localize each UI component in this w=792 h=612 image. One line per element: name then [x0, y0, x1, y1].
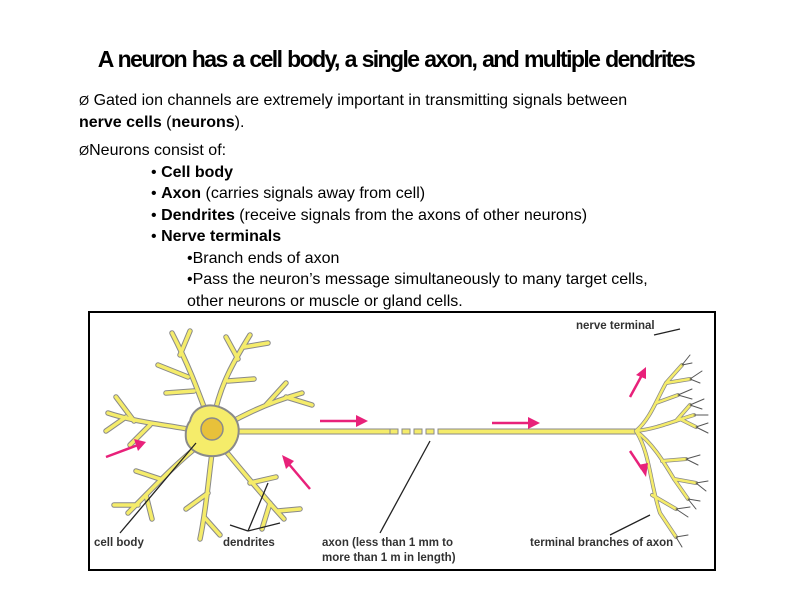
terminal-point-text: Branch ends of axon: [192, 249, 340, 267]
arrow-icon: [492, 417, 540, 429]
bullet-text: Ø Gated ion channels are extremely impor…: [79, 90, 759, 312]
part-axon: • Axon (carries signals away from cell): [79, 183, 759, 205]
arrow-bullet-icon: Ø: [79, 93, 90, 108]
intro-text: Gated ion channels are extremely importa…: [93, 92, 628, 109]
terminal-point: •Pass the neuron’s message simultaneousl…: [79, 269, 759, 291]
part-label: Nerve terminals: [161, 228, 282, 245]
arrow-icon: [282, 455, 311, 490]
intro-bold-nerve-cells: nerve cells: [79, 113, 162, 131]
terminal-point: other neurons or muscle or gland cells.: [79, 291, 759, 313]
part-dendrites: • Dendrites (receive signals from the ax…: [79, 205, 759, 227]
signal-arrows: [105, 367, 648, 490]
label-axon-line-2: more than 1 m in length): [322, 552, 456, 564]
arrow-bullet-icon: Ø: [79, 143, 90, 158]
bullet-dot: •: [151, 228, 157, 245]
bullet-dot: •: [151, 185, 157, 202]
nucleus: [200, 417, 224, 441]
consist-line: ØNeurons consist of:: [79, 140, 759, 162]
neuron-illustration: nerve terminal cell body dendrites axon …: [94, 320, 709, 564]
nerve-terminal-shape: [634, 354, 709, 548]
label-cell-body: cell body: [94, 537, 144, 549]
arrow-icon: [105, 439, 146, 459]
terminal-point-text: other neurons or muscle or gland cells.: [187, 292, 463, 310]
terminal-point: •Branch ends of axon: [79, 248, 759, 270]
axon-shape: [229, 428, 639, 435]
page-title: A neuron has a cell body, a single axon,…: [97, 46, 696, 72]
intro-bold-neurons: neurons: [171, 113, 235, 131]
dendrites-shape: [103, 328, 315, 542]
neuron-diagram: nerve terminal cell body dendrites axon …: [88, 311, 716, 571]
intro-line: Ø Gated ion channels are extremely impor…: [79, 90, 759, 112]
leader-lines: [119, 328, 681, 536]
intro-paren-open: (: [161, 113, 172, 131]
label-nerve-terminal: nerve terminal: [576, 320, 655, 332]
part-desc: (receive signals from the axons of other…: [234, 206, 588, 224]
label-terminal-branches: terminal branches of axon: [530, 537, 673, 549]
terminal-point-text: Pass the neuron’s message simultaneously…: [192, 271, 648, 288]
bullet-dot: •: [151, 163, 157, 181]
part-label: Dendrites: [161, 206, 235, 224]
arrow-icon: [628, 367, 646, 398]
terminal-fibers: [675, 354, 709, 548]
label-axon-line-1: axon (less than 1 mm to: [322, 537, 453, 549]
consist-text: Neurons consist of:: [89, 142, 227, 159]
part-label: Cell body: [161, 163, 234, 181]
arrow-icon: [628, 450, 648, 477]
intro-line-2: nerve cells (neurons).: [79, 112, 759, 134]
cell-body-shape: [184, 404, 240, 458]
label-dendrites: dendrites: [223, 537, 275, 549]
bullet-dot: •: [187, 249, 193, 267]
part-label: Axon: [161, 185, 202, 202]
intro-paren-close: ).: [234, 113, 245, 131]
part-cell-body: • Cell body: [79, 162, 759, 184]
bullet-dot: •: [187, 271, 193, 288]
part-nerve-terminals: • Nerve terminals: [79, 226, 759, 248]
arrow-icon: [320, 415, 368, 427]
part-desc: (carries signals away from cell): [201, 185, 426, 202]
bullet-dot: •: [151, 206, 157, 224]
